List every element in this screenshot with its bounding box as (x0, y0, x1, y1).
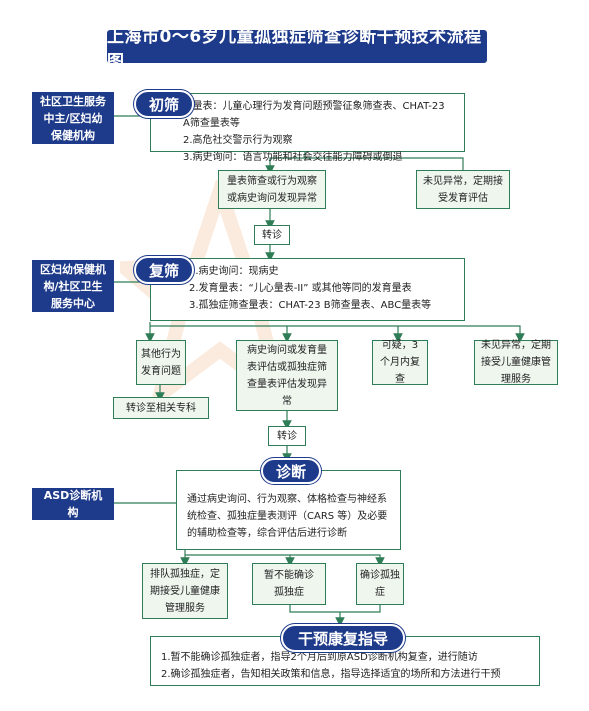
diagnosis-result-confirmed: 确诊孤独症 (356, 563, 404, 605)
recheck-result-abnormal: 病史询问或发育量表评估或孤独症筛查量表评估发现异常 (236, 340, 338, 411)
initial-item-3: 3.病史询问：语言功能和社会交往能力障碍或倒退 (183, 152, 403, 163)
diagnosis-description: 通过病史询问、行为观察、体格检查与神经系统检查、孤独症量表测评（CARS 等）及… (187, 494, 388, 539)
initial-result-normal: 未见异常，定期接受发育评估 (416, 170, 510, 209)
stage-badge-initial: 初筛 (134, 90, 194, 118)
recheck-item-1: 1.病史询问：现病史 (189, 266, 279, 277)
refer-specialist-box: 转诊至相关专科 (113, 397, 209, 419)
referral-step-2: 转诊 (268, 426, 306, 446)
initial-screening-box: 1.量表：儿童心理行为发育问题预警征象筛查表、CHAT-23 A筛查量表等 2.… (150, 93, 465, 163)
org-label-asd: ASD诊断机构 (32, 488, 114, 520)
recheck-result-normal: 未见异常，定期接受儿童健康管理服务 (474, 340, 558, 385)
initial-item-2: 2.高危社交警示行为观察 (183, 135, 293, 146)
intervention-item-1: 1.暂不能确诊孤独症者，指导2个月后到原ASD诊断机构复查，进行随访 (161, 652, 478, 663)
page-title: 上海市0～6岁儿童孤独症筛查诊断干预技术流程图 (107, 27, 487, 72)
org-label-primary: 社区卫生服务中主/区妇幼保健机构 (32, 92, 114, 144)
initial-result-abnormal: 量表筛查或行为观察或病史询问发现异常 (218, 170, 326, 209)
intervention-item-2: 2.确诊孤独症者，告知相关政策和信息，指导选择适宜的场所和方法进行干预 (161, 669, 501, 680)
diagnosis-result-excluded: 排队孤独症，定期接受儿童健康管理服务 (142, 563, 228, 619)
recheck-item-3: 3.孤独症筛查量表：CHAT-23 B筛查量表、ABC量表等 (189, 300, 432, 311)
org-label-secondary: 区妇幼保健机构/社区卫生服务中心 (32, 260, 114, 312)
stage-badge-recheck: 复筛 (134, 256, 194, 284)
diagnosis-result-uncertain: 暂不能确诊孤独症 (252, 563, 326, 605)
referral-step-1: 转诊 (254, 225, 290, 245)
initial-item-1: 1.量表：儿童心理行为发育问题预警征象筛查表、CHAT-23 A筛查量表等 (183, 101, 445, 129)
stage-badge-diagnosis: 诊断 (261, 458, 321, 484)
recheck-result-other: 其他行为发育问题 (136, 340, 186, 385)
recheck-result-suspect: 可疑，3个月内复查 (372, 340, 428, 385)
stage-badge-intervention: 干预康复指导 (281, 624, 405, 652)
recheck-box: 1.病史询问：现病史 2.发育量表：“儿心量表-II” 或其他等同的发育量表 3… (150, 258, 465, 321)
recheck-item-2: 2.发育量表：“儿心量表-II” 或其他等同的发育量表 (189, 283, 412, 294)
